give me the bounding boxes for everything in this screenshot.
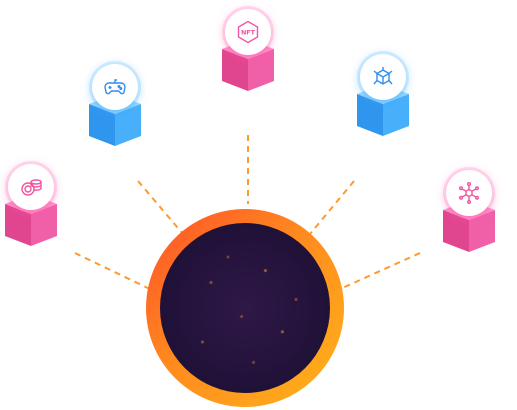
node-network[interactable] — [443, 170, 499, 254]
network-hub-icon — [459, 182, 480, 205]
network-badge — [446, 170, 492, 216]
gamepad-icon — [104, 79, 126, 95]
node-nft[interactable]: NFT — [222, 9, 278, 93]
blockchain-cube-icon — [373, 67, 393, 85]
nft-label: NFT — [241, 29, 256, 37]
core-orb-inner — [160, 223, 330, 393]
node-blockchain[interactable] — [357, 54, 413, 138]
nft-badge: NFT — [225, 9, 271, 55]
blockchain-badge — [360, 54, 406, 100]
gamepad-badge — [92, 64, 138, 110]
coins-icon — [21, 179, 42, 196]
coins-badge — [8, 164, 54, 210]
core-orb — [146, 209, 344, 407]
connector-blockchain — [309, 180, 355, 235]
nft-icon: NFT — [237, 20, 259, 44]
connector-coins — [74, 252, 153, 291]
node-gaming[interactable] — [89, 64, 145, 148]
connector-gaming — [137, 180, 184, 235]
node-coins[interactable] — [5, 164, 61, 248]
connector-network — [337, 252, 421, 291]
